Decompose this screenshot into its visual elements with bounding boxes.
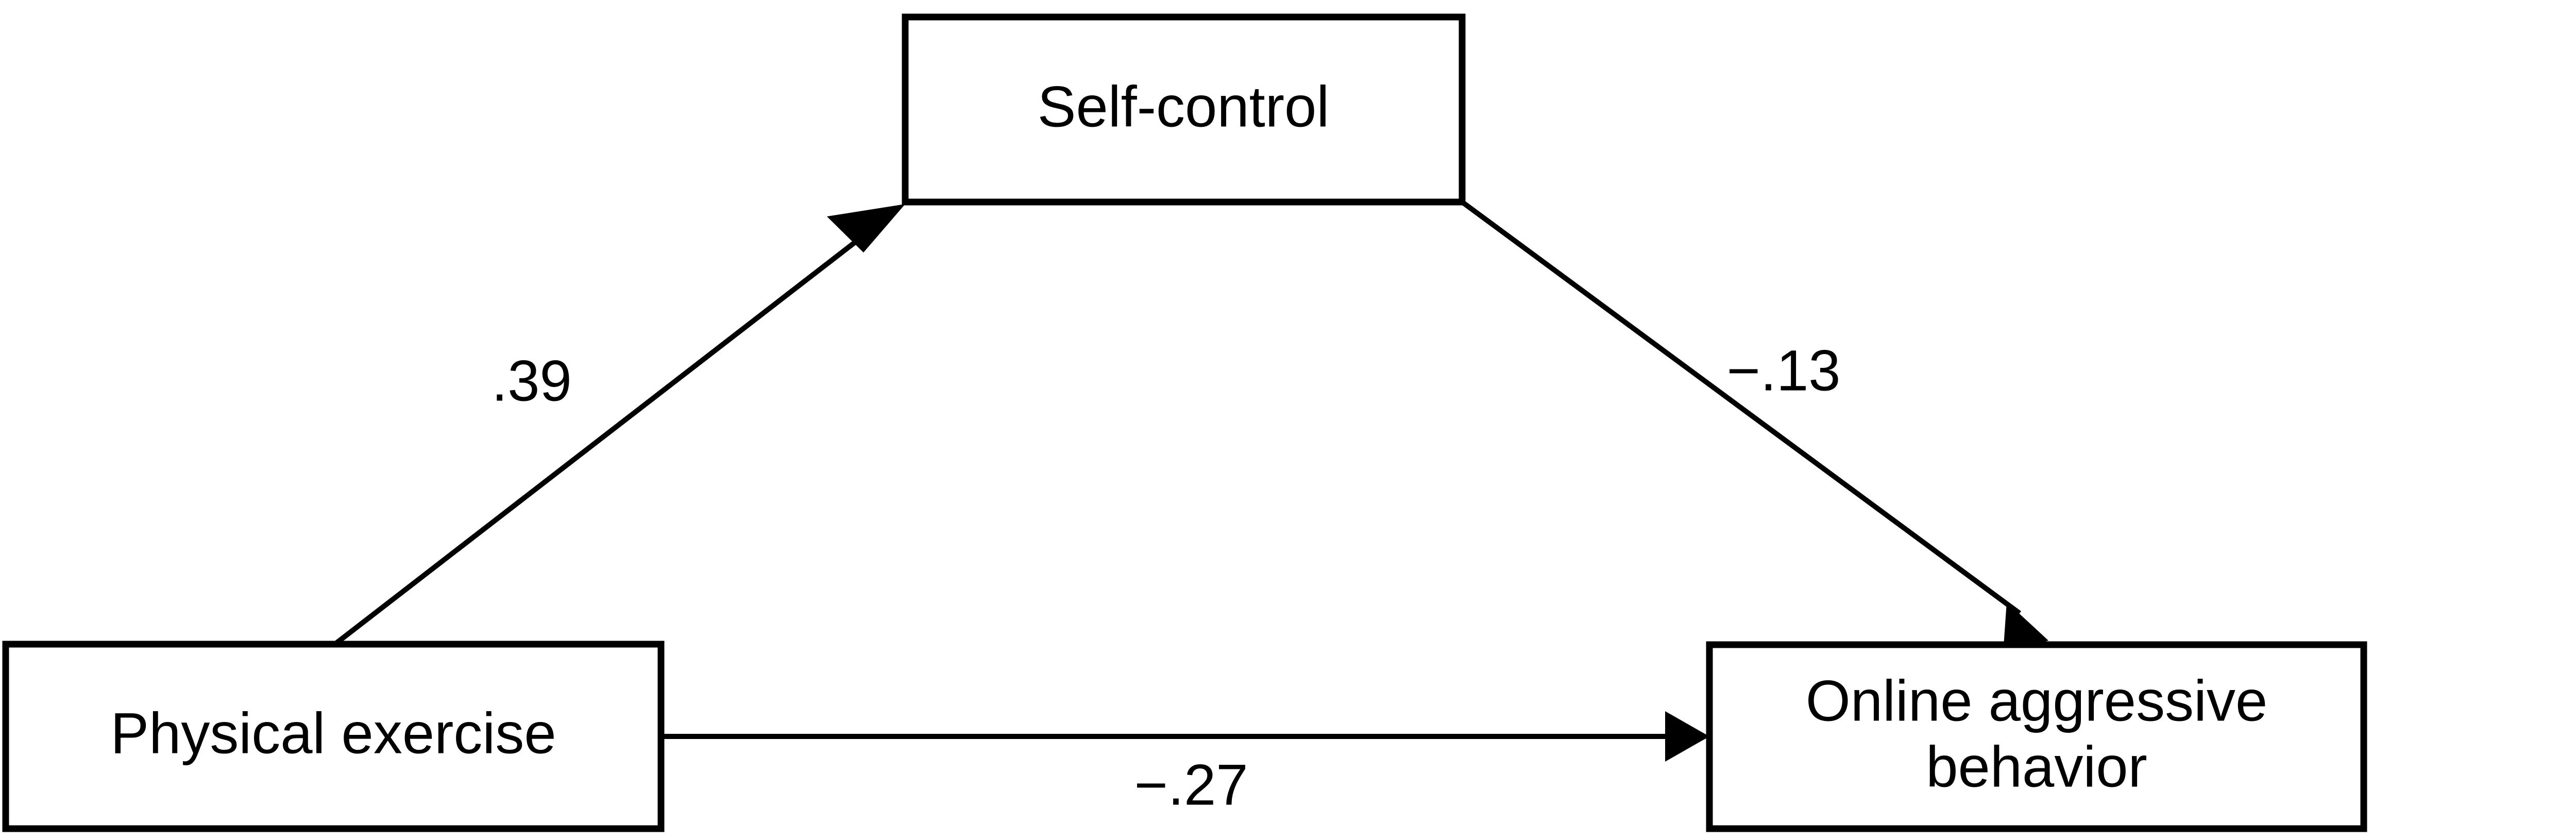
node-predictor[interactable]: Physical exercise xyxy=(2,641,665,832)
node-outcome-label-line1: Online aggressive xyxy=(1806,669,2268,733)
path-c-prime-group: −.27 xyxy=(661,711,1709,817)
node-predictor-label: Physical exercise xyxy=(110,701,556,766)
path-a-line xyxy=(333,217,887,646)
path-b-coefficient-label: −.13 xyxy=(1726,339,1840,403)
path-c-prime-arrowhead-icon xyxy=(1665,711,1709,762)
path-c-prime-coefficient-label: −.27 xyxy=(1134,753,1248,817)
path-a-group: .39 xyxy=(333,204,905,646)
path-a-coefficient-label: .39 xyxy=(492,349,572,413)
node-mediator-box[interactable] xyxy=(902,13,1466,206)
path-b-arrowhead-icon xyxy=(2003,602,2048,653)
path-b-line xyxy=(1461,199,2021,616)
path-a-arrowhead-icon xyxy=(827,204,905,253)
node-mediator[interactable]: Self-control xyxy=(902,13,1466,206)
node-outcome[interactable]: Online aggressive behavior xyxy=(1706,641,2367,832)
node-outcome-label-line2: behavior xyxy=(1926,735,2147,799)
node-outcome-box[interactable] xyxy=(1706,641,2367,832)
node-mediator-label: Self-control xyxy=(1038,75,1329,139)
path-b-group: −.13 xyxy=(1461,199,2048,653)
node-predictor-box[interactable] xyxy=(2,641,665,832)
